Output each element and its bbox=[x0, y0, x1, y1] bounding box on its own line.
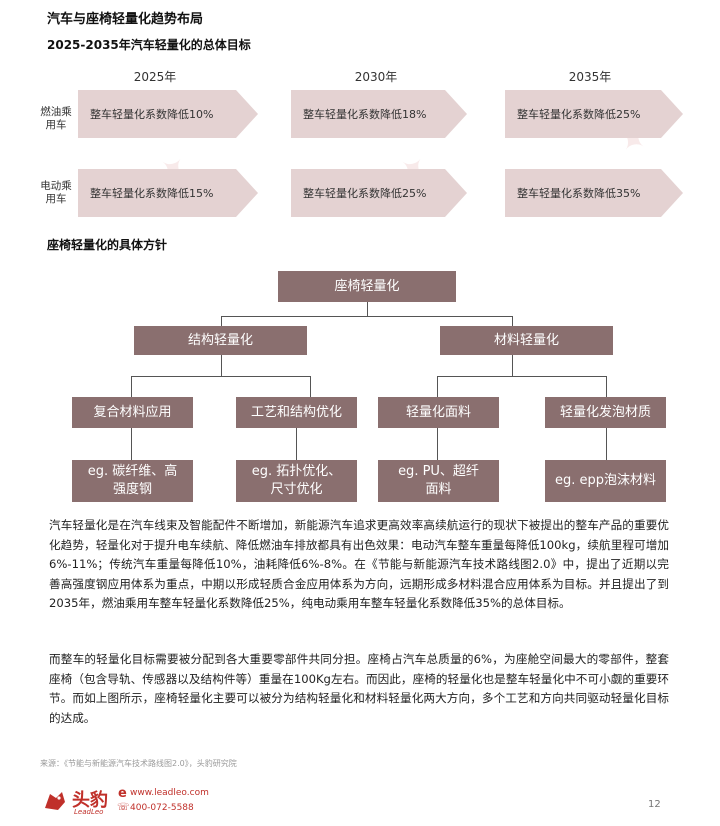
page-number: 12 bbox=[648, 799, 661, 810]
target-arrow: 整车轻量化系数降低10% bbox=[78, 90, 258, 138]
connector-line bbox=[131, 376, 311, 377]
website-link[interactable]: www.leadleo.com bbox=[130, 788, 209, 798]
section-title-targets: 2025-2035年汽车轻量化的总体目标 bbox=[47, 38, 251, 52]
brand-name-en: LeadLeo bbox=[74, 808, 104, 816]
tree-leaf: 轻量化发泡材质 bbox=[545, 397, 666, 428]
connector-line bbox=[221, 355, 222, 376]
target-text: 整车轻量化系数降低35% bbox=[517, 187, 641, 200]
brand-name: 头豹 bbox=[72, 790, 108, 811]
row-label-ev: 电动乘用车 bbox=[40, 180, 72, 205]
connector-line bbox=[512, 355, 513, 376]
tree-root: 座椅轻量化 bbox=[278, 271, 456, 302]
connector-line bbox=[606, 428, 607, 460]
tree-leaf: 工艺和结构优化 bbox=[236, 397, 357, 428]
connector-line bbox=[131, 428, 132, 460]
page-title: 汽车与座椅轻量化趋势布局 bbox=[47, 12, 204, 27]
leadleo-logo-icon bbox=[42, 788, 68, 814]
phone-icon: ☏ bbox=[117, 802, 130, 813]
target-arrow: 整车轻量化系数降低15% bbox=[78, 169, 258, 217]
connector-line bbox=[437, 376, 607, 377]
tree-leaf: 轻量化面料 bbox=[378, 397, 499, 428]
connector-line bbox=[512, 316, 513, 326]
connector-line bbox=[221, 316, 513, 317]
web-icon: e bbox=[118, 786, 127, 801]
target-text: 整车轻量化系数降低15% bbox=[90, 187, 214, 200]
row-label-fuel: 燃油乘用车 bbox=[40, 106, 72, 131]
year-label: 2035年 bbox=[568, 70, 612, 84]
tree-example: eg. 碳纤维、高强度钢 bbox=[72, 460, 193, 502]
target-arrow: 整车轻量化系数降低18% bbox=[291, 90, 467, 138]
connector-line bbox=[296, 428, 297, 460]
tree-leaf: 复合材料应用 bbox=[72, 397, 193, 428]
connector-line bbox=[221, 316, 222, 326]
tree-example: eg. epp泡沫材料 bbox=[545, 460, 666, 502]
tree-branch-material: 材料轻量化 bbox=[440, 326, 613, 355]
target-arrow: 整车轻量化系数降低25% bbox=[505, 90, 683, 138]
source-note: 来源：《节能与新能源汽车技术路线图2.0》，头豹研究院 bbox=[40, 759, 237, 768]
tree-example: eg. PU、超纤面料 bbox=[378, 460, 499, 502]
connector-line bbox=[367, 302, 368, 316]
body-paragraph: 汽车轻量化是在汽车线束及智能配件不断增加，新能源汽车追求更高效率高续航运行的现状… bbox=[49, 518, 669, 610]
connector-line bbox=[437, 428, 438, 460]
section-title-seat: 座椅轻量化的具体方针 bbox=[47, 238, 168, 252]
target-arrow: 整车轻量化系数降低25% bbox=[291, 169, 467, 217]
year-label: 2030年 bbox=[354, 70, 398, 84]
connector-line bbox=[437, 376, 438, 397]
target-text: 整车轻量化系数降低25% bbox=[517, 108, 641, 121]
year-label: 2025年 bbox=[133, 70, 177, 84]
phone-number: 400-072-5588 bbox=[130, 803, 194, 813]
target-text: 整车轻量化系数降低25% bbox=[303, 187, 427, 200]
connector-line bbox=[131, 376, 132, 397]
connector-line bbox=[310, 376, 311, 397]
tree-example: eg. 拓扑优化、尺寸优化 bbox=[236, 460, 357, 502]
target-text: 整车轻量化系数降低18% bbox=[303, 108, 427, 121]
tree-branch-structure: 结构轻量化 bbox=[134, 326, 307, 355]
body-paragraph: 而整车的轻量化目标需要被分配到各大重要零部件共同分担。座椅占汽车总质量的6%，为… bbox=[49, 652, 669, 725]
target-text: 整车轻量化系数降低10% bbox=[90, 108, 214, 121]
target-arrow: 整车轻量化系数降低35% bbox=[505, 169, 683, 217]
connector-line bbox=[606, 376, 607, 397]
